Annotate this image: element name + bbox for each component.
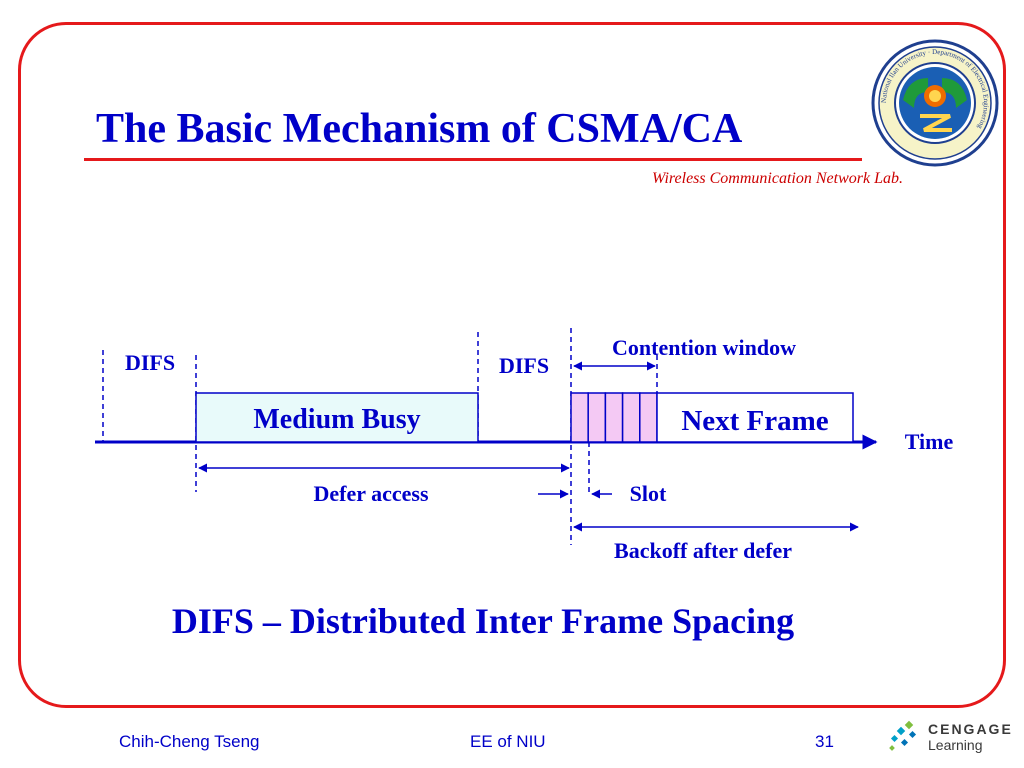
medium-busy-label: Medium Busy — [253, 404, 420, 435]
learning-wordmark: Learning — [928, 737, 983, 753]
footer-page-number: 31 — [815, 732, 834, 751]
difs-left-label: DIFS — [125, 350, 175, 375]
cengage-wordmark: CENGAGE — [928, 721, 1013, 737]
footer-author: Chih-Cheng Tseng — [119, 732, 260, 751]
next-frame-label: Next Frame — [681, 405, 828, 437]
slide-title: The Basic Mechanism of CSMA/CA — [96, 106, 743, 152]
contention-slot — [621, 392, 641, 443]
next-frame-box — [656, 392, 854, 443]
time-label: Time — [905, 429, 954, 454]
difs-definition-caption: DIFS – Distributed Inter Frame Spacing — [171, 601, 795, 641]
contention-slot — [570, 392, 589, 443]
contention-slot — [587, 392, 607, 443]
university-logo: National Ilan University · Department of… — [871, 39, 999, 167]
difs-right-label: DIFS — [499, 353, 549, 378]
slide-frame — [18, 22, 1006, 708]
contention-window-label: Contention window — [612, 335, 796, 360]
lab-name: Wireless Communication Network Lab. — [652, 170, 903, 187]
title-underline — [84, 158, 862, 161]
contention-slot — [604, 392, 624, 443]
contention-slot — [639, 392, 658, 443]
backoff-label: Backoff after defer — [614, 538, 792, 563]
slot-label: Slot — [630, 481, 667, 506]
defer-access-label: Defer access — [313, 481, 428, 506]
cengage-logo-icon — [889, 720, 917, 751]
contention-slots — [570, 392, 658, 443]
footer-department: EE of NIU — [470, 732, 546, 751]
medium-busy-box — [195, 392, 479, 443]
